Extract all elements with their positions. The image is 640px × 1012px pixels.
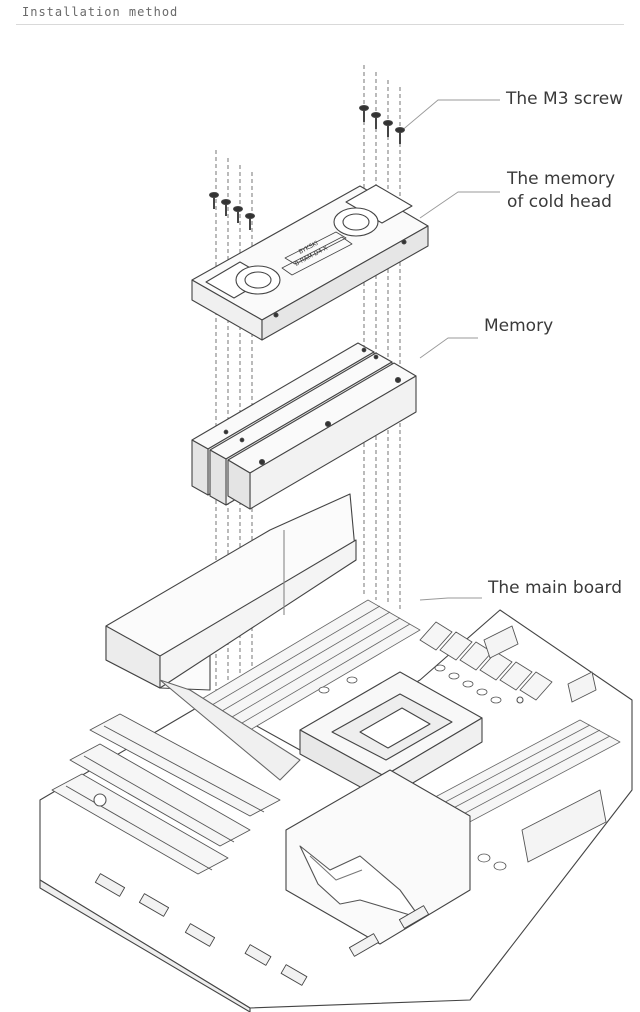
- memory-cold-head: BYKSKI B-RAM-D4-X: [191, 184, 429, 341]
- cpu-socket: [299, 671, 483, 801]
- memory-stick: [227, 362, 417, 510]
- pin-headers: [94, 873, 430, 986]
- leader-lines: [399, 99, 500, 601]
- main-board: [39, 493, 633, 1012]
- chipset-shroud: [285, 769, 471, 945]
- screw-icon: [221, 199, 231, 216]
- callout-m3-screw: The M3 screw: [506, 89, 624, 109]
- header-title: Installation method: [22, 5, 179, 19]
- cpu-power-connector: [483, 625, 597, 703]
- screw-icon: [245, 213, 255, 230]
- callout-memory: Memory: [484, 316, 554, 336]
- atx-power-connector: [521, 789, 607, 863]
- vrm-heatsink: [419, 621, 553, 701]
- callout-cold-head-line1: The memory: [507, 169, 616, 189]
- memory-modules: [191, 342, 417, 510]
- screw-icon: [395, 127, 405, 144]
- screw-icon: [371, 112, 381, 129]
- fitting-port-icon: [333, 207, 379, 237]
- screw-icon: [359, 105, 369, 122]
- capacitors: [318, 664, 507, 871]
- callout-cold-head-line2: of cold head: [507, 192, 612, 212]
- io-shroud: [105, 493, 357, 691]
- screw-icon: [233, 206, 243, 223]
- screw-icon: [383, 120, 393, 137]
- dimm-slots: [199, 599, 421, 731]
- screw-icon: [209, 192, 219, 209]
- m3-screws: [209, 105, 405, 230]
- fitting-port-icon: [235, 265, 281, 295]
- header-divider: [16, 24, 624, 25]
- header: Installation method: [0, 0, 640, 28]
- callout-main-board: The main board: [488, 578, 622, 598]
